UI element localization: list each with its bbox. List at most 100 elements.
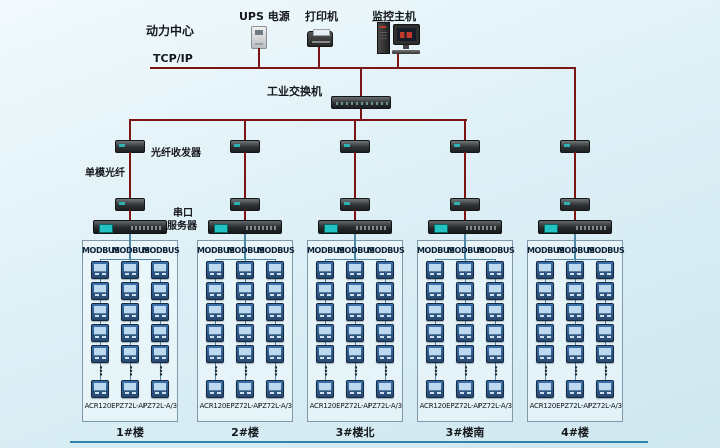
meter-icon xyxy=(316,345,334,363)
ellipsis: ⋮ xyxy=(210,364,222,378)
ellipsis: ⋮ xyxy=(155,364,167,378)
meter-model-label: PZ72L-AI xyxy=(450,402,480,410)
ups-link-line xyxy=(258,48,260,68)
meter-icon xyxy=(121,380,139,398)
bus-label: MODBUS xyxy=(227,246,265,255)
bus-drop-line xyxy=(129,234,131,260)
bus-label: MODBUS xyxy=(367,246,405,255)
branch-line xyxy=(574,69,576,141)
bus-drop-line xyxy=(354,234,356,260)
single-mode-fiber-line xyxy=(464,152,466,199)
meter-icon xyxy=(486,324,504,342)
ellipsis: ⋮ xyxy=(125,364,137,378)
meter-icon xyxy=(206,261,224,279)
meter-icon xyxy=(121,324,139,342)
bus-label: MODBUS xyxy=(417,246,455,255)
meter-model-label: PZ72L-A/3 xyxy=(478,402,512,410)
meter-icon xyxy=(566,261,584,279)
meter-icon xyxy=(456,282,474,300)
meter-icon xyxy=(236,282,254,300)
meter-icon xyxy=(486,345,504,363)
meter-icon xyxy=(236,324,254,342)
meter-icon xyxy=(346,303,364,321)
bus-label: MODBUS xyxy=(477,246,515,255)
serial-server-label-line1: 串口 xyxy=(173,208,193,219)
meter-icon xyxy=(316,380,334,398)
single-mode-fiber-line xyxy=(574,152,576,199)
meter-icon xyxy=(596,324,614,342)
meter-model-label: PZ72L-AI xyxy=(115,402,145,410)
meter-icon xyxy=(536,324,554,342)
meter-icon xyxy=(236,261,254,279)
host-tower-icon xyxy=(377,22,390,54)
meter-icon xyxy=(596,303,614,321)
meter-icon xyxy=(206,282,224,300)
printer-label: 打印机 xyxy=(305,10,338,23)
single-mode-fiber-label: 单模光纤 xyxy=(85,168,125,179)
switch-uplink-line xyxy=(360,69,362,96)
meter-model-label: ACR120E xyxy=(309,402,341,410)
meter-model-label: PZ72L-AI xyxy=(340,402,370,410)
ellipsis: ⋮ xyxy=(430,364,442,378)
meter-icon xyxy=(536,261,554,279)
meter-icon xyxy=(456,324,474,342)
ellipsis: ⋮ xyxy=(490,364,502,378)
meter-icon xyxy=(346,261,364,279)
meter-icon xyxy=(426,303,444,321)
bus-drop-line xyxy=(464,234,466,260)
switch-label: 工业交换机 xyxy=(267,85,322,98)
tcpip-label: TCP/IP xyxy=(153,52,193,65)
meter-model-label: PZ72L-A/3 xyxy=(588,402,622,410)
meter-icon xyxy=(566,324,584,342)
meter-icon xyxy=(91,380,109,398)
meter-icon xyxy=(376,282,394,300)
meter-icon xyxy=(236,303,254,321)
ellipsis: ⋮ xyxy=(240,364,252,378)
ellipsis: ⋮ xyxy=(460,364,472,378)
branch-line xyxy=(129,119,131,141)
meter-icon xyxy=(266,345,284,363)
meter-icon xyxy=(316,324,334,342)
bottom-baseline xyxy=(70,441,648,443)
meter-icon xyxy=(151,380,169,398)
meter-icon xyxy=(236,345,254,363)
branch-line xyxy=(354,119,356,141)
device-link-line xyxy=(354,210,356,221)
monitor-host-label: 监控主机 xyxy=(372,10,416,23)
building-label: 3#楼北 xyxy=(335,426,375,439)
meter-icon xyxy=(316,261,334,279)
ellipsis: ⋮ xyxy=(350,364,362,378)
meter-icon xyxy=(266,324,284,342)
meter-icon xyxy=(566,345,584,363)
meter-icon xyxy=(151,345,169,363)
single-mode-fiber-line xyxy=(244,152,246,199)
meter-icon xyxy=(596,261,614,279)
ellipsis: ⋮ xyxy=(270,364,282,378)
meter-icon xyxy=(376,303,394,321)
meter-icon xyxy=(346,282,364,300)
bus-label: MODBUS xyxy=(447,246,485,255)
meter-icon xyxy=(91,282,109,300)
serial-server-icon xyxy=(318,220,392,234)
meter-icon xyxy=(346,324,364,342)
meter-icon xyxy=(486,380,504,398)
meter-icon xyxy=(91,324,109,342)
device-link-line xyxy=(244,210,246,221)
meter-icon xyxy=(266,282,284,300)
distribution-line xyxy=(129,119,467,121)
meter-icon xyxy=(376,261,394,279)
meter-model-label: PZ72L-A/3 xyxy=(143,402,177,410)
device-link-line xyxy=(129,210,131,221)
meter-icon xyxy=(426,345,444,363)
bus-label: MODBUS xyxy=(112,246,150,255)
host-keyboard-icon xyxy=(392,50,420,54)
meter-icon xyxy=(536,380,554,398)
meter-model-label: PZ72L-A/3 xyxy=(258,402,292,410)
switch-icon xyxy=(331,96,391,109)
meter-icon xyxy=(266,303,284,321)
bus-drop-line xyxy=(574,234,576,260)
meter-icon xyxy=(316,303,334,321)
meter-icon xyxy=(346,345,364,363)
branch-line xyxy=(464,119,466,141)
fiber-transceiver-label: 光纤收发器 xyxy=(151,148,201,159)
